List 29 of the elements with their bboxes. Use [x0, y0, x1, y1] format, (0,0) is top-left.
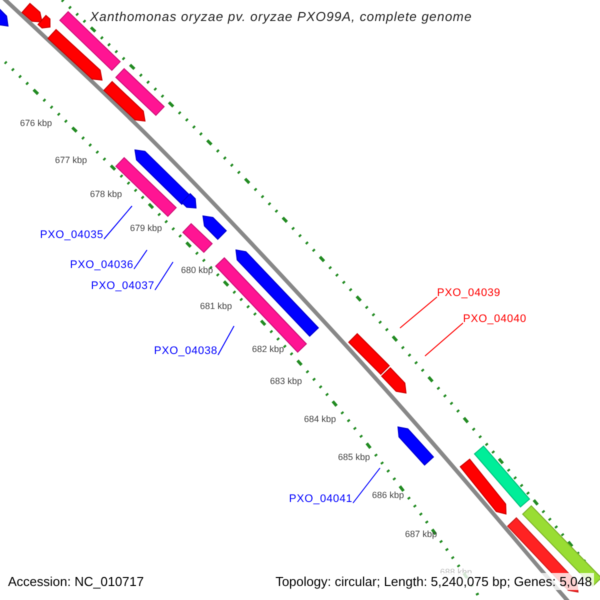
- gene-label: PXO_04035: [40, 229, 104, 241]
- leader-line: [154, 262, 174, 290]
- accession-text: Accession: NC_010717: [8, 574, 144, 589]
- leader-line: [134, 250, 148, 270]
- gene-label: PXO_04036: [70, 259, 134, 271]
- leader-line: [424, 322, 464, 356]
- gene-label: PXO_04040: [463, 313, 527, 325]
- gene-label: PXO_04038: [154, 345, 218, 357]
- scale-label: 687 kbp: [405, 529, 438, 539]
- leader-line: [218, 326, 234, 356]
- scale-label: 681 kbp: [200, 301, 232, 311]
- scale-label: 683 kbp: [270, 376, 302, 386]
- gene-label: PXO_04037: [91, 280, 155, 292]
- scale-label: 678 kbp: [90, 189, 122, 199]
- leader-line: [352, 468, 380, 504]
- leader-line: [400, 296, 438, 328]
- scale-label: 680 kbp: [181, 265, 214, 275]
- gene-label: PXO_04039: [437, 287, 501, 299]
- scale-label: 676 kbp: [20, 118, 52, 128]
- gene-label: PXO_04041: [289, 493, 353, 505]
- scale-label: 684 kbp: [304, 414, 336, 424]
- genome-summary-text: Topology: circular; Length: 5,240,075 bp; Genes: 5,048: [273, 573, 594, 590]
- scale-label: 677 kbp: [55, 155, 88, 165]
- leader-line: [104, 206, 132, 240]
- scale-label: 682 kbp: [252, 344, 284, 354]
- scale-label: 686 kbp: [372, 490, 404, 500]
- scale-label: 679 kbp: [130, 223, 162, 233]
- title: Xanthomonas oryzae pv. oryzae PXO99A, complete genome: [90, 9, 472, 24]
- scale-label: 685 kbp: [338, 452, 370, 462]
